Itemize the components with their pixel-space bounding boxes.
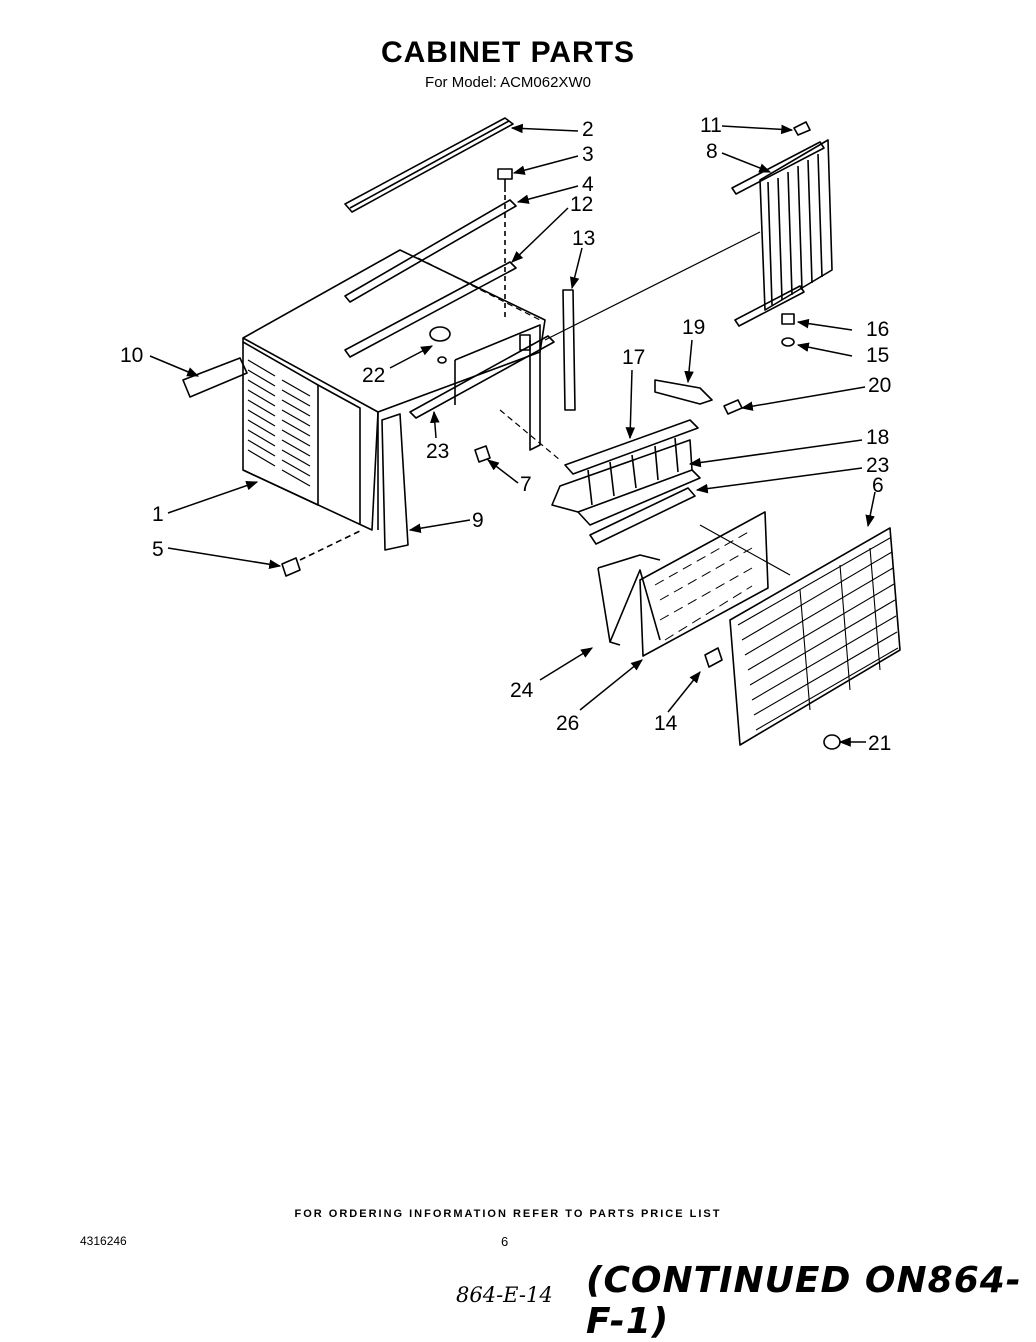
callout-3: 3 [582,143,594,166]
callout-8: 8 [706,140,718,163]
part-5-screw [281,557,301,577]
leader-19 [684,339,694,384]
callout-10: 10 [120,344,143,367]
page-title: CABINET PARTS [380,36,636,69]
callout-9: 9 [472,509,484,532]
part-19-bracket [654,379,713,405]
leader-6 [865,491,876,528]
continued-note: (CONTINUED ON864-F-1) [586,1260,1022,1342]
callout-26: 24 [510,679,534,702]
leader-3 [512,155,579,175]
model-subtitle: For Model: ACM062XW0 [425,74,591,91]
part-22-knob [429,326,451,364]
part-11-screw [793,121,811,136]
leader-27 [579,659,643,711]
part-27-filter [639,511,769,657]
guide-line-front [699,524,791,576]
guide-line-grille [544,231,761,341]
part-16-screw [781,313,795,325]
leader-1 [167,481,259,514]
callout-7: 7 [520,473,532,496]
part-10-side-strip [182,357,248,398]
page-number: 6 [501,1234,509,1249]
screw-5-guide [299,529,363,561]
part-21-knob [823,734,841,750]
leader-16 [796,318,853,331]
callout-19: 19 [682,316,705,339]
leader-18 [688,439,863,468]
leader-4 [516,185,579,204]
callout-17: 17 [622,346,645,369]
part-20-clip [723,399,743,415]
leader-23 [430,410,440,439]
leader-14 [667,671,701,713]
leader-17 [625,369,636,440]
callout-18: 18 [866,426,889,449]
callout-12: 12 [570,193,593,216]
part-13-vertical-strip [562,289,576,411]
part-7-clip [474,445,491,463]
part-1-cabinet-shell [242,249,546,531]
leader-22 [389,345,434,369]
callout-4: 4 [582,173,594,196]
leader-5 [167,547,282,570]
leader-2 [510,123,579,134]
callout-1: 1 [152,503,164,526]
part-26-tube [597,554,661,646]
leader-8 [721,152,772,173]
leader-10 [149,355,200,377]
part-6-front-grille [729,527,901,746]
part-4-strip [344,199,517,303]
callout-5: 5 [152,538,164,561]
handwritten-reference: 864-E-14 [456,1283,553,1307]
callout-21: 21 [868,732,891,755]
guide-line-top [417,257,541,321]
part-2-top-rail [344,117,514,213]
leader-9 [408,519,471,533]
part-12-gasket [344,261,517,358]
part-24-seal [589,487,696,545]
leader-24 [695,467,863,494]
part-8-condenser-grille [731,139,833,327]
callout-24: 23 [866,454,889,477]
part-14-strip [704,647,723,668]
ordering-note: FOR ORDERING INFORMATION REFER TO PARTS … [294,1208,722,1220]
leader-15 [796,342,853,357]
leader-26 [539,647,594,681]
callout-14: 14 [654,712,678,735]
part-15-clip [781,337,795,347]
leader-7 [487,459,519,484]
leader-11 [721,124,794,135]
document-number: 4316246 [80,1234,127,1248]
part-9-side-panel [381,413,409,551]
callout-11: 11 [700,114,722,137]
callout-27: 26 [556,712,579,735]
callout-22: 22 [362,364,385,387]
guide-line-deflector [499,409,561,461]
callout-23: 23 [426,440,449,463]
callout-2: 2 [582,118,594,141]
callout-20: 20 [868,374,891,397]
leader-13 [569,247,583,290]
leader-12 [511,207,569,263]
callout-15: 15 [866,344,889,367]
callout-16: 16 [866,318,889,341]
leader-20 [740,386,866,411]
part-3-screw [497,168,513,192]
callout-6: 6 [872,474,884,497]
callout-13: 13 [572,227,595,250]
part-17-18-deflector-assembly [551,419,701,526]
part-23-bracket [409,335,555,419]
